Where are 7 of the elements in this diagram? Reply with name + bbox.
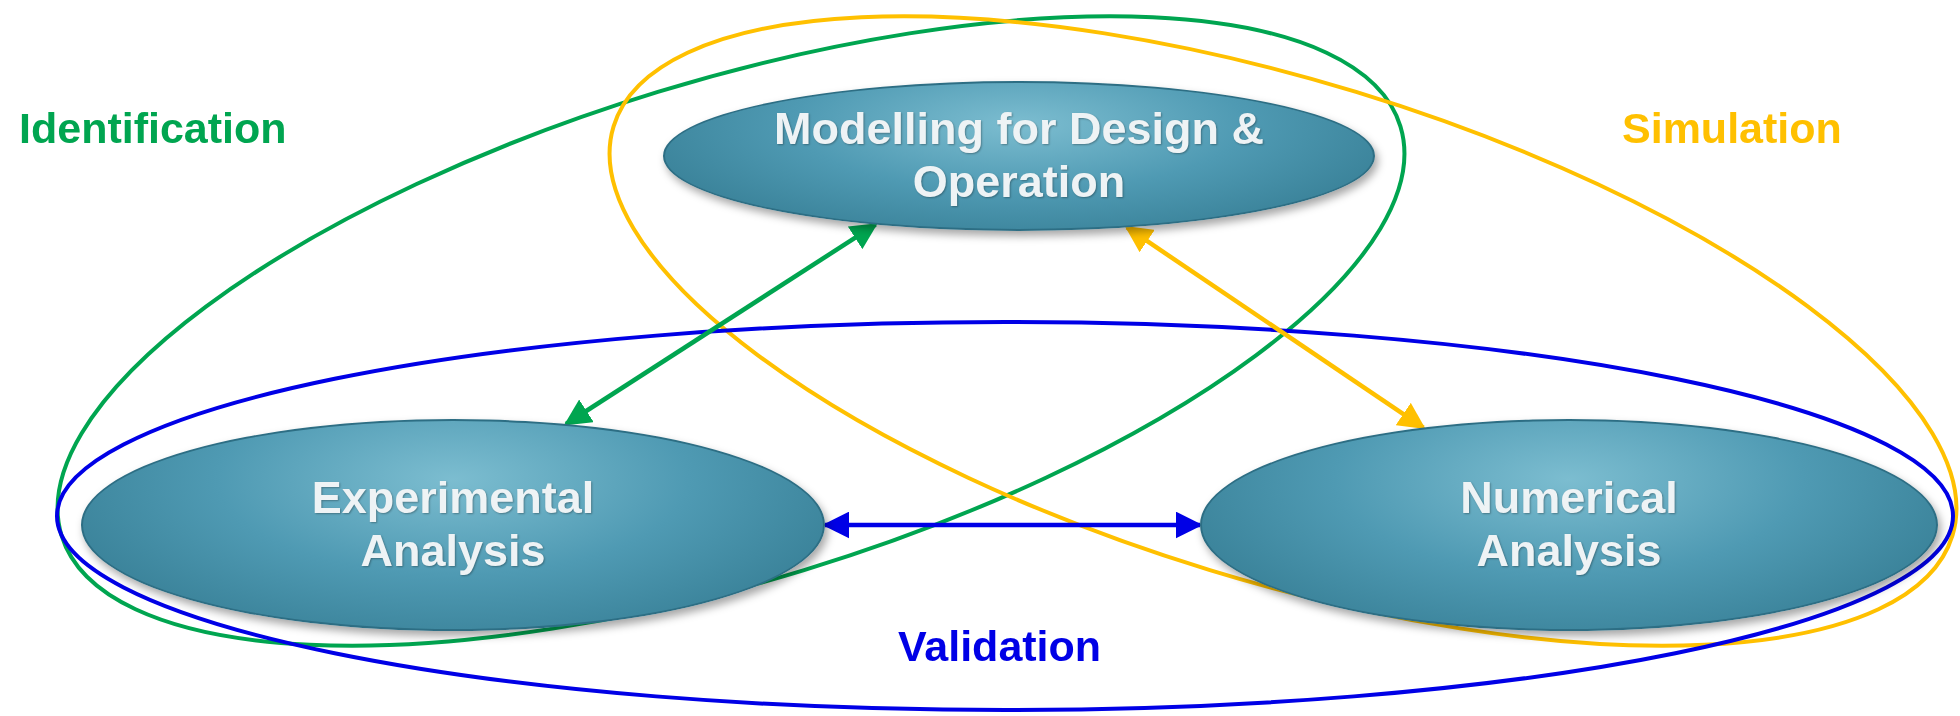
group-label: Validation (898, 622, 1102, 671)
group-label: Identification (19, 104, 287, 153)
node-label: Experimental Analysis (310, 472, 596, 578)
node-label: Numerical Analysis (1459, 472, 1679, 578)
group-label: Simulation (1622, 104, 1842, 153)
node-label: Modelling for Design & Operation (773, 103, 1265, 209)
double-arrow (563, 222, 878, 426)
